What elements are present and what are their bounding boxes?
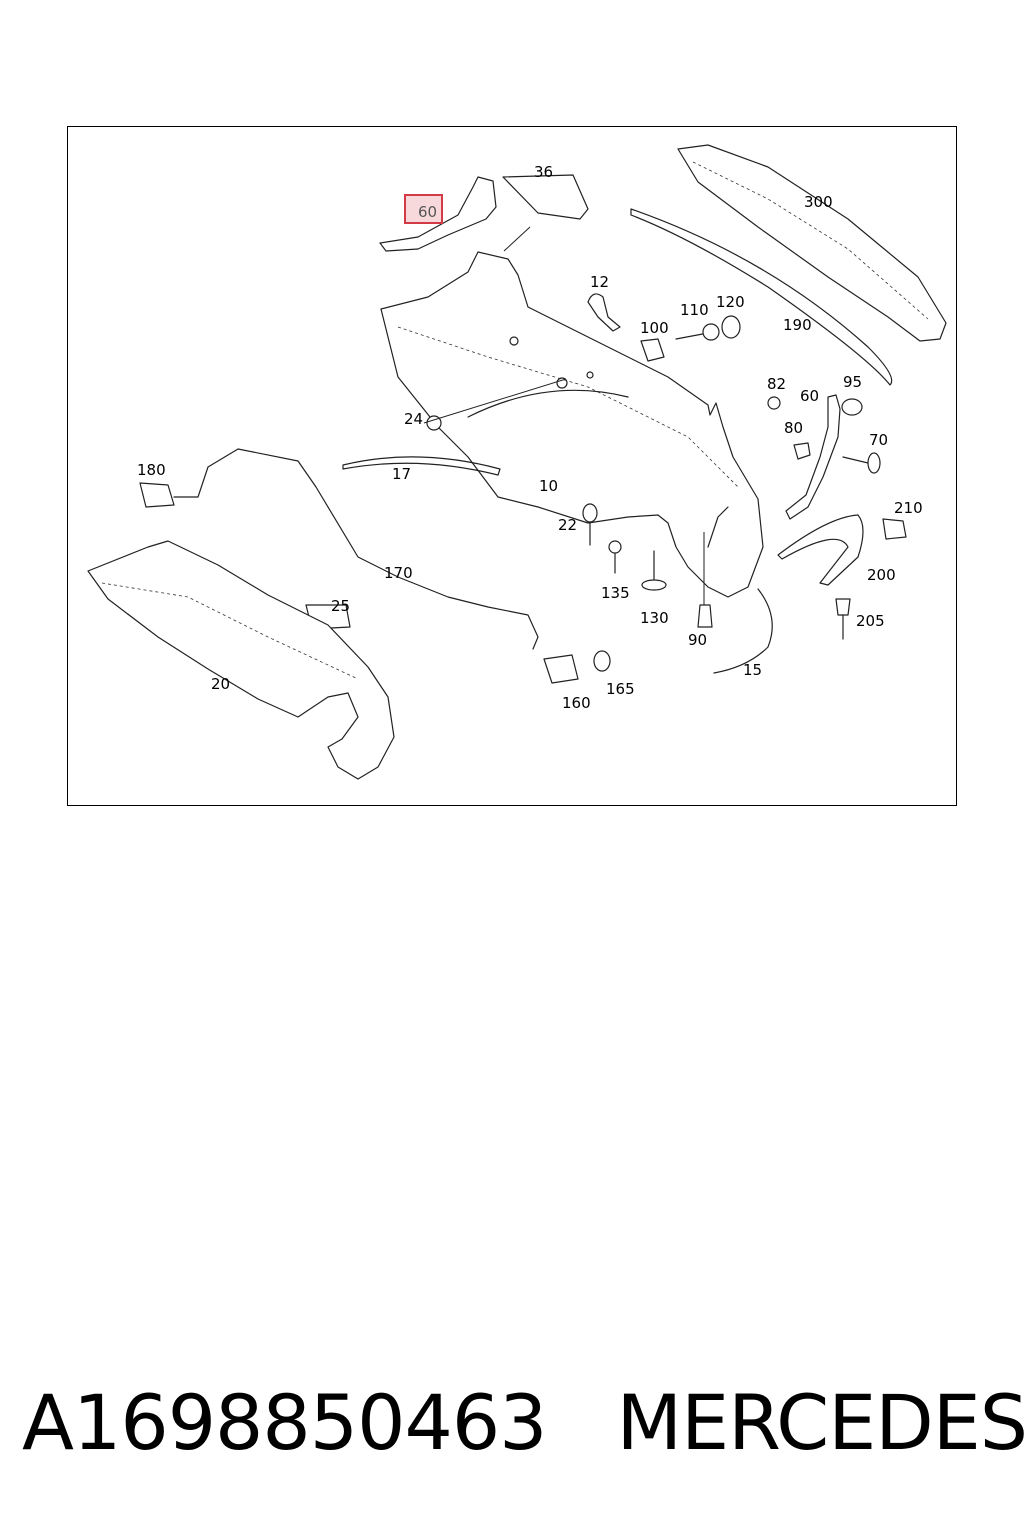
callout-60-right: 60 [800, 387, 819, 405]
part-160-sensor [543, 654, 579, 684]
callout-15: 15 [743, 661, 762, 679]
part-60-bracket-left [379, 176, 497, 252]
callout-120: 120 [716, 293, 745, 311]
part-60-bracket-right [785, 394, 841, 520]
part-15-strip [713, 588, 773, 674]
callout-82: 82 [767, 375, 786, 393]
callout-100: 100 [640, 319, 669, 337]
callout-130: 130 [640, 609, 669, 627]
callout-160: 160 [562, 694, 591, 712]
part-24-clip [426, 415, 442, 431]
callout-20: 20 [211, 675, 230, 693]
part-90-clip [697, 604, 713, 628]
parts-diagram: 36 60 12 100 110 120 300 190 24 82 60 95… [87, 144, 947, 780]
callout-190: 190 [783, 316, 812, 334]
callout-24: 24 [404, 410, 423, 428]
callout-110: 110 [680, 301, 709, 319]
callout-36: 36 [534, 163, 553, 181]
part-165-ring [593, 650, 611, 672]
part-135-clip [608, 540, 622, 574]
part-95-grommet [841, 398, 863, 416]
callout-210: 210 [894, 499, 923, 517]
part-210-sensor-holder [882, 518, 907, 540]
callout-60-highlight [404, 194, 443, 224]
callout-95: 95 [843, 373, 862, 391]
callout-80: 80 [784, 419, 803, 437]
callout-25: 25 [331, 597, 350, 615]
callout-180: 180 [137, 461, 166, 479]
part-130-screw [641, 550, 667, 591]
part-300-trim-strip [677, 144, 947, 342]
callout-labels: 36 60 12 100 110 120 300 190 24 82 60 95… [137, 163, 923, 712]
part-12-clip [587, 293, 621, 332]
part-180-connector [139, 482, 175, 508]
part-22-clip [582, 503, 598, 546]
part-number: A1698850463 [22, 1377, 548, 1467]
callout-300: 300 [804, 193, 833, 211]
part-10-bumper-cover [380, 251, 764, 598]
leader-lines [423, 226, 705, 605]
part-120-grommet [721, 315, 741, 339]
footer-caption: A1698850463 MERCEDES [22, 1372, 1024, 1472]
parts-diagram-frame: 36 60 12 100 110 120 300 190 24 82 60 95… [67, 126, 957, 806]
part-100-screw [640, 338, 665, 362]
part-170-wiring-harness [173, 448, 539, 650]
part-17-strip [342, 456, 501, 476]
brand-name: MERCEDES [616, 1377, 1024, 1467]
callout-22: 22 [558, 516, 577, 534]
callout-205: 205 [856, 612, 885, 630]
part-205-clip [835, 598, 851, 640]
callout-200: 200 [867, 566, 896, 584]
part-200-arch-liner [777, 514, 864, 586]
part-190-strip [630, 208, 893, 386]
callout-135: 135 [601, 584, 630, 602]
callout-70: 70 [869, 431, 888, 449]
callout-60-highlighted: 60 [418, 203, 437, 221]
callout-165: 165 [606, 680, 635, 698]
callout-12: 12 [590, 273, 609, 291]
part-70-screw [842, 452, 881, 474]
callout-17: 17 [392, 465, 411, 483]
part-82-nut [767, 396, 781, 410]
part-20-diffuser [87, 540, 395, 780]
callout-170: 170 [384, 564, 413, 582]
callout-10: 10 [539, 477, 558, 495]
part-110-screw [675, 323, 720, 341]
callout-90: 90 [688, 631, 707, 649]
part-36-reflector [502, 174, 589, 220]
part-80-clip [793, 442, 811, 460]
